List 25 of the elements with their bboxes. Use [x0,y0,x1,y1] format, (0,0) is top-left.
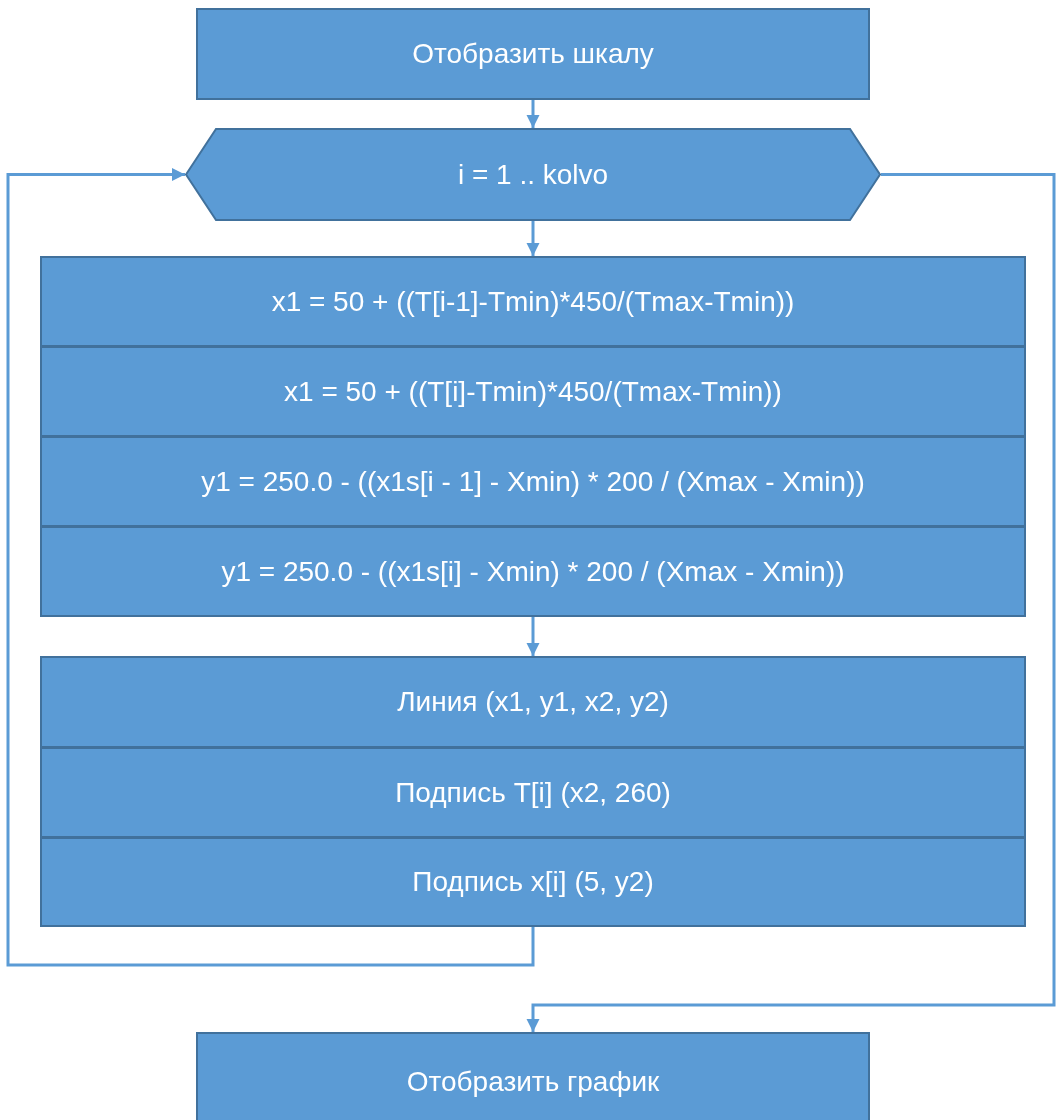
process-box [40,747,1026,838]
node-text: Отобразить график [405,1065,661,1099]
process-box [196,1032,870,1120]
node-text: Линия (x1, y1, x2, y2) [396,685,670,719]
node-text: x1 = 50 + ((T[i]-Tmin)*450/(Tmax-Tmin)) [283,374,783,409]
process-box [40,656,1026,748]
arrow [526,100,540,128]
process-box [40,436,1026,527]
arrow [526,173,1056,1032]
node-text: y1 = 250.0 - ((x1s[i - 1] - Xmin) * 200 / (Xmax - Xmin)) [200,464,866,499]
process-box [40,256,1026,347]
node-text: Отобразить шкалу [411,37,655,71]
arrow [526,617,540,656]
process-box [40,346,1026,437]
node-text: Подпись x[i] (5, y2) [411,865,655,899]
process-box [40,837,1026,927]
node-text: x1 = 50 + ((T[i-1]-Tmin)*450/(Tmax-Tmin)) [270,284,796,319]
arrow [6,167,535,967]
node-text: y1 = 250.0 - ((x1s[i] - Xmin) * 200 / (Xmax - Xmin)) [220,554,846,589]
node-text: i = 1 .. kolvo [456,157,610,192]
loop-hexagon [185,128,881,221]
arrow [526,221,540,256]
process-box [196,8,870,100]
process-box [40,526,1026,617]
node-text: Подпись T[i] (x2, 260) [394,775,672,810]
